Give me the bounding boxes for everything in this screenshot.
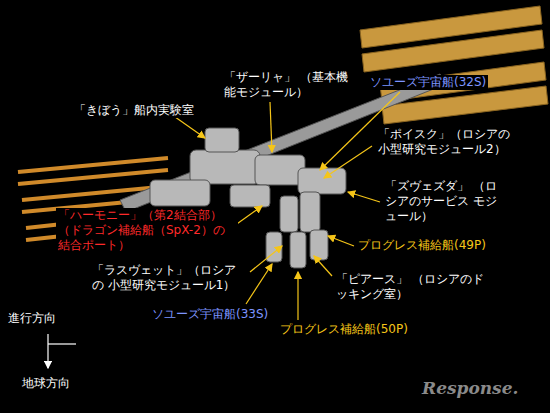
callout-label: 「ザーリャ」 （基本機能モジュール） <box>222 70 356 100</box>
callout-label: ソユーズ宇宙船(32S) <box>368 75 488 90</box>
watermark: Response. <box>420 381 520 396</box>
callout-label: 「ズヴェズダ」 （ロシアのサービス モジュール） <box>383 179 503 224</box>
callout-label: 「きぼう」船内実験室 <box>72 103 196 118</box>
callout-label: 「ラスヴェット」（ロシアの 小型研究モジュール1） <box>90 263 244 293</box>
callout-label: プログレス補給船(50P) <box>278 322 410 337</box>
callout-label: 「ポイスク」（ロシアの 小型研究モジュール2） <box>376 127 520 157</box>
callout-label: 「ハーモニー」（第2結合部） （ドラゴン補給船（SpX-2）の 結合ポート） <box>56 208 238 253</box>
callout-label: プログレス補給船(49P) <box>356 238 488 253</box>
callout-label: 「ピアース」 （ロシアのドッキング室） <box>334 272 488 302</box>
direction-label: 進行方向 <box>6 311 58 326</box>
direction-label: 地球方向 <box>20 376 72 391</box>
callout-label: ソユーズ宇宙船(33S) <box>150 307 270 322</box>
